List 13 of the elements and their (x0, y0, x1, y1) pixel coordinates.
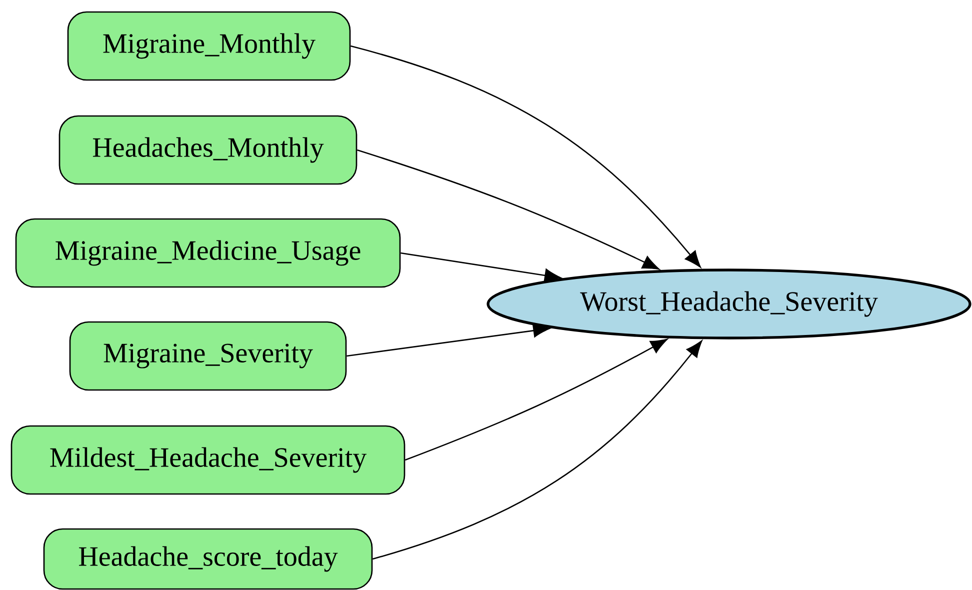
rounded-box: Migraine_Monthly (67, 11, 351, 81)
arrow (346, 324, 550, 357)
rounded-box: Mildest_Headache_Severity (10, 425, 406, 495)
arrow (372, 340, 702, 560)
arrow (404, 338, 668, 461)
rounded-box: Headaches_Monthly (58, 115, 358, 185)
rounded-box: Migraine_Medicine_Usage (15, 218, 401, 288)
arrow (350, 45, 701, 268)
rounded-box: Headache_score_today (43, 528, 373, 590)
rounded-box: Migraine_Severity (69, 321, 347, 391)
arrow (356, 149, 660, 270)
ellipse-node: Worst_Headache_Severity (486, 268, 972, 340)
arrow (400, 252, 562, 282)
